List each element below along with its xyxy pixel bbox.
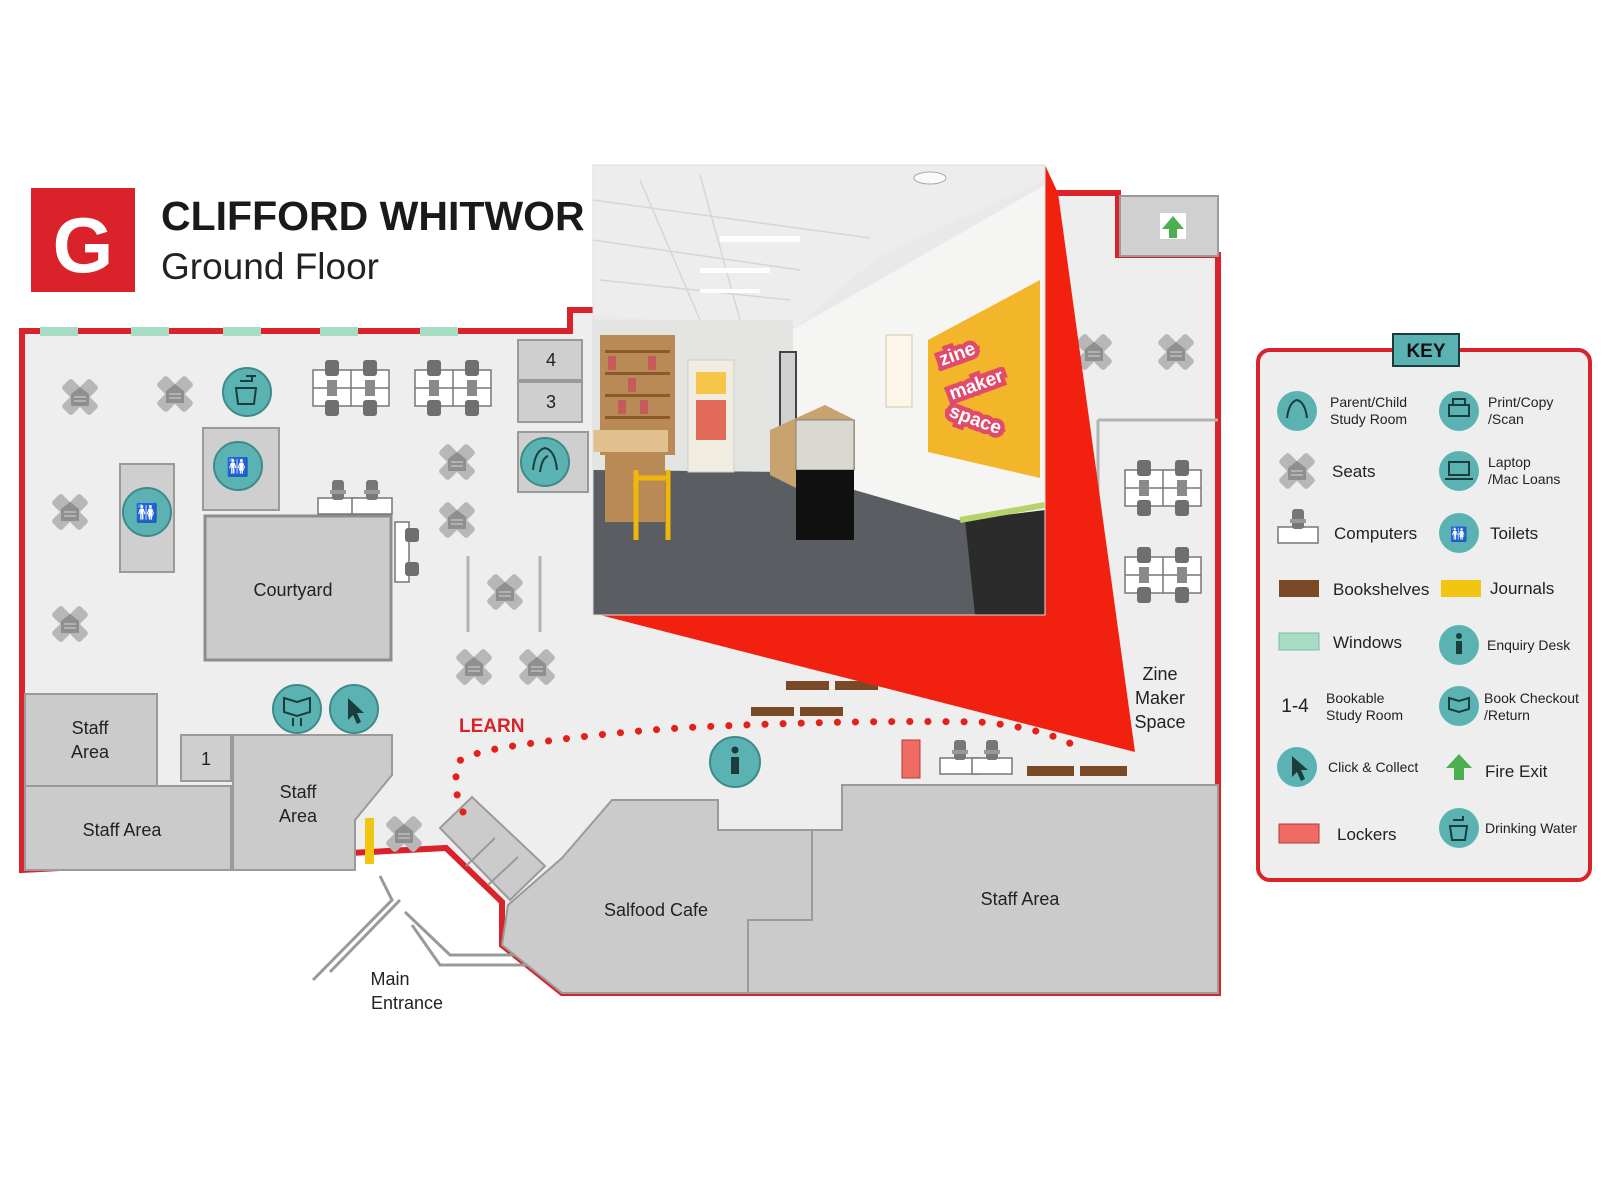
route-path <box>452 718 1089 816</box>
staff-area-1-label-2: Area <box>71 742 110 762</box>
zine-maker-space-label: Zine <box>1142 664 1177 684</box>
staff-area-1-label: Staff <box>72 718 110 738</box>
staff-area-4-label: Staff Area <box>981 889 1061 909</box>
key-laptop-2: /Mac Loans <box>1488 471 1560 487</box>
courtyard <box>203 514 393 662</box>
parent-child-map-icon <box>520 437 570 487</box>
floor-badge-letter: G <box>53 201 114 289</box>
toilets-icon: 🚻 <box>1439 513 1479 553</box>
key-laptop: Laptop <box>1488 454 1531 470</box>
staff-area-3-label: Staff <box>280 782 318 802</box>
key-bookable: Bookable <box>1326 690 1385 706</box>
key-toilets: Toilets <box>1490 524 1538 543</box>
zine-maker-space-label-3: Space <box>1134 712 1185 732</box>
journals <box>365 818 374 864</box>
courtyard-label: Courtyard <box>253 580 332 600</box>
main-entrance-label: Main <box>370 969 409 989</box>
salford-cafe-label: Salfood Cafe <box>604 900 708 920</box>
study-room-4-label: 4 <box>546 350 556 370</box>
click-collect-map-icon[interactable] <box>329 684 379 734</box>
study-room-3[interactable] <box>517 381 583 423</box>
header: G CLIFFORD WHITWOR Ground Floor <box>31 188 585 292</box>
study-room-4[interactable] <box>517 339 583 381</box>
zine-space-photo: zine maker space <box>593 165 1045 615</box>
key-book-checkout: Book Checkout <box>1484 690 1579 706</box>
fire-exit-icon <box>1162 216 1184 238</box>
water-tap-icon <box>1439 808 1479 848</box>
staff-area-4 <box>747 784 1219 994</box>
study-room-3-label: 3 <box>546 392 556 412</box>
fire-exit-icon <box>1446 754 1472 780</box>
main-entrance-label-2: Entrance <box>371 993 443 1013</box>
drinking-water-map-icon <box>222 367 272 417</box>
toilets-map-icon: 🚻 <box>213 441 263 491</box>
bookshelves <box>751 681 1127 776</box>
bookable-marker: 1-4 <box>1281 696 1309 717</box>
staff-area-3 <box>232 734 393 871</box>
bookshelf-swatch <box>1279 580 1319 597</box>
key-journals: Journals <box>1490 579 1554 598</box>
key-lockers: Lockers <box>1337 825 1397 844</box>
photo-callout-pointer <box>600 165 1135 752</box>
laptop-icon <box>1439 451 1479 491</box>
key-drinking-water: Drinking Water <box>1485 820 1577 836</box>
floor-title: Ground Floor <box>161 246 379 287</box>
learn-label: LEARN <box>459 716 524 737</box>
staff-area-2-label: Staff Area <box>83 820 163 840</box>
key-title-box <box>1392 333 1460 367</box>
zine-maker-space-label-2: Maker <box>1135 688 1185 708</box>
staff-area-2 <box>24 785 232 871</box>
key-windows: Windows <box>1333 633 1402 652</box>
key-bookshelves: Bookshelves <box>1333 580 1429 599</box>
key-seats: Seats <box>1332 462 1375 481</box>
book-checkout-map-icon[interactable] <box>272 684 322 734</box>
key-print-2: /Scan <box>1488 411 1524 427</box>
key-parent-child: Parent/Child <box>1330 394 1407 410</box>
lockers <box>901 739 921 779</box>
svg-text:🚻: 🚻 <box>227 456 249 477</box>
key-fire-exit: Fire Exit <box>1485 762 1548 781</box>
parent-child-icon <box>1277 391 1317 431</box>
locker-swatch <box>1278 823 1320 844</box>
svg-text:🚻: 🚻 <box>136 502 158 523</box>
key-book-checkout-2: /Return <box>1484 707 1530 723</box>
key-click-collect: Click & Collect <box>1328 759 1418 775</box>
entrance-doors <box>438 795 547 902</box>
toilets-map-icon: 🚻 <box>122 487 172 537</box>
study-room-1[interactable] <box>180 734 232 782</box>
staff-area-1 <box>24 693 158 787</box>
info-icon <box>1439 625 1479 665</box>
key-panel <box>1256 348 1592 882</box>
key-enquiry: Enquiry Desk <box>1487 637 1571 653</box>
window-swatch <box>1278 632 1320 651</box>
cursor-icon <box>1277 747 1317 787</box>
key-bookable-2: Study Room <box>1326 707 1403 723</box>
study-room-1-label: 1 <box>201 749 211 769</box>
svg-text:🚻: 🚻 <box>1450 526 1467 543</box>
printer-icon <box>1439 391 1479 431</box>
building-title: CLIFFORD WHITWOR <box>161 193 585 239</box>
staff-area-3-label-2: Area <box>279 806 318 826</box>
key-parent-child-2: Study Room <box>1330 411 1407 427</box>
journals-swatch <box>1441 580 1481 597</box>
key-print: Print/Copy <box>1488 394 1553 410</box>
book-checkout-icon <box>1439 686 1479 726</box>
windows <box>40 327 458 336</box>
key-title: KEY <box>1406 341 1445 362</box>
map-key: KEY 1-4 🚻 Parent/Child Study Room Seats … <box>1256 333 1592 882</box>
key-computers: Computers <box>1334 524 1417 543</box>
floor-badge <box>31 188 135 292</box>
entrance-canopy <box>311 875 562 982</box>
enquiry-desk-map-icon[interactable] <box>709 736 761 788</box>
